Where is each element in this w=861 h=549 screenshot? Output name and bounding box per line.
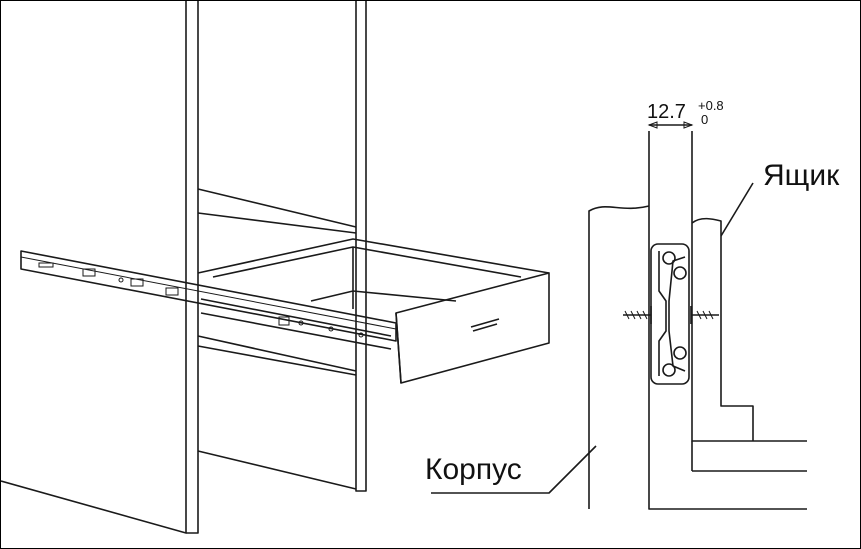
drawer-label: Ящик bbox=[763, 159, 840, 192]
section-view bbox=[588, 121, 807, 510]
slide-rail bbox=[20, 250, 397, 350]
dimension-upper-tolerance: +0.8 bbox=[698, 98, 724, 113]
dimension-lower-tolerance: 0 bbox=[701, 112, 709, 127]
cabinet-drawing bbox=[1, 1, 367, 534]
drawer-drawing bbox=[197, 238, 550, 384]
drawer-leader-line bbox=[720, 182, 754, 237]
dimension-value: 12.7 bbox=[647, 101, 686, 123]
body-leader-line bbox=[431, 445, 597, 494]
cabinet-body-label: Корпус bbox=[425, 453, 522, 486]
